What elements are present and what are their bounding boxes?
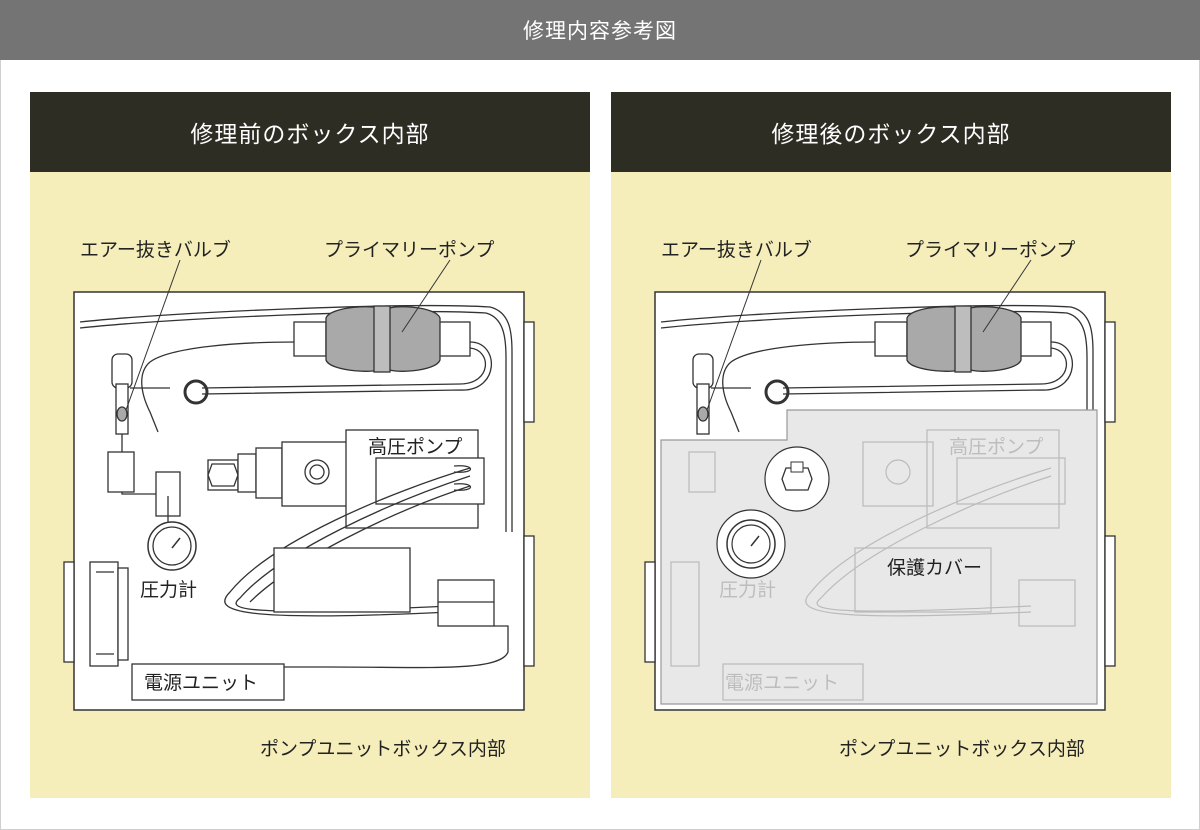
primary-pump-body-right bbox=[385, 306, 441, 372]
label-air-valve: エアー抜きバルブ bbox=[80, 238, 231, 261]
label-power-unit: 電源ユニット bbox=[725, 672, 839, 694]
right-bracket-bottom bbox=[523, 535, 535, 667]
box-caption: ポンプユニットボックス内部 bbox=[839, 738, 1085, 760]
primary-pump-body-right bbox=[966, 306, 1022, 372]
label-power-unit: 電源ユニット bbox=[144, 672, 258, 694]
leader-primary-pump bbox=[401, 259, 451, 333]
power-unit-box bbox=[131, 663, 285, 701]
label-pressure-gauge: 圧力計 bbox=[140, 579, 197, 601]
label-primary-pump: プライマリーポンプ bbox=[324, 239, 494, 261]
after-repair-diagram: エアー抜きバルブ プライマリーポンプ 高圧ポンプ 圧力計 電源ユニット 保護カバ… bbox=[644, 238, 1116, 760]
pressure-gauge bbox=[726, 519, 776, 569]
before-repair-diagram: エアー抜きバルブ プライマリーポンプ 高圧ポンプ 圧力計 電源ユニット ポンプユ… bbox=[63, 238, 535, 760]
panel-before-repair: 修理前のボックス内部 bbox=[30, 92, 590, 798]
panel-before-title: 修理前のボックス内部 bbox=[30, 92, 590, 172]
panel-after-repair: 修理後のボックス内部 bbox=[611, 92, 1171, 798]
air-valve-elbow bbox=[111, 353, 133, 389]
label-pressure-gauge: 圧力計 bbox=[719, 579, 776, 601]
label-protective-cover: 保護カバー bbox=[887, 557, 982, 579]
primary-pump-right-cap bbox=[437, 321, 471, 357]
label-high-pressure-pump: 高圧ポンプ bbox=[368, 436, 462, 458]
label-air-valve: エアー抜きバルブ bbox=[661, 238, 812, 261]
box-caption: ポンプユニットボックス内部 bbox=[260, 738, 506, 760]
leader-primary-pump bbox=[982, 259, 1032, 333]
protective-cover bbox=[660, 409, 1098, 705]
primary-pump-left-cap bbox=[293, 321, 327, 357]
box-components bbox=[63, 259, 535, 711]
leader-air-valve bbox=[125, 259, 181, 411]
air-valve bbox=[697, 406, 709, 422]
right-bracket-top bbox=[523, 321, 535, 423]
air-valve bbox=[116, 406, 128, 422]
panel-after-title: 修理後のボックス内部 bbox=[611, 92, 1171, 172]
label-primary-pump: プライマリーポンプ bbox=[905, 239, 1075, 261]
page-title: 修理内容参考図 bbox=[0, 0, 1200, 60]
pressure-gauge bbox=[147, 521, 197, 571]
hp-pump-body bbox=[281, 441, 353, 507]
control-board bbox=[273, 547, 411, 613]
left-bracket bbox=[63, 561, 75, 663]
power-connector bbox=[89, 561, 119, 667]
tube-fitting bbox=[183, 379, 209, 405]
leader-air-valve bbox=[706, 259, 762, 411]
label-high-pressure-pump: 高圧ポンプ bbox=[949, 436, 1043, 458]
